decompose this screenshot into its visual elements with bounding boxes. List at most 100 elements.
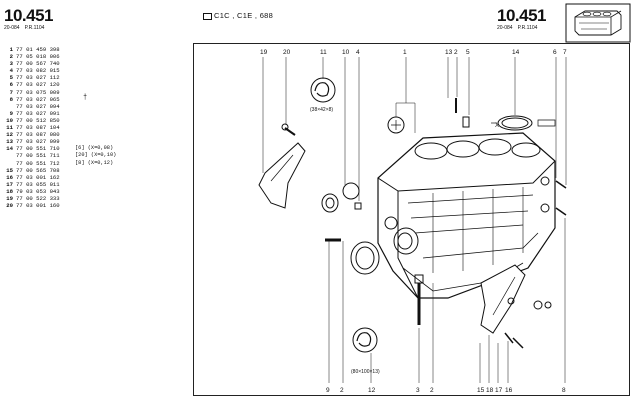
callout-number: 6 <box>553 49 557 56</box>
cylinder-block <box>377 132 556 299</box>
part-reference: 77 03 082 015 <box>16 67 60 75</box>
callout-number: 7 <box>563 49 567 56</box>
callout-number: 14 <box>512 49 520 56</box>
callout-number: 1 <box>403 49 407 56</box>
diagram-frame <box>193 43 630 396</box>
item-number: 19 <box>6 194 13 202</box>
part-reference: 77 03 087 080 <box>16 131 60 139</box>
size-variant: [20] (X=0,10) <box>75 152 117 159</box>
item-number: 3 <box>9 60 13 68</box>
callout-number: 19 <box>260 49 268 56</box>
size-variant: [6] (X=0,08) <box>75 145 114 152</box>
item-number: 6 <box>9 81 13 89</box>
callout-number: 9 <box>326 387 330 394</box>
part-reference: 77 00 565 708 <box>16 166 60 174</box>
part-reference: 77 00 551 710 <box>16 145 60 153</box>
part-reference: 77 00 522 333 <box>16 194 60 202</box>
item-number: 4 <box>9 67 13 75</box>
item-number: 12 <box>6 131 13 139</box>
callout-number: 12 <box>368 387 376 394</box>
engine-icon <box>203 12 212 20</box>
part-reference: 77 01 459 398 <box>16 46 60 53</box>
page-number-left: 10.451 <box>4 6 54 25</box>
part-reference: 77 03 027 091 <box>16 109 60 117</box>
part-reference: 77 03 055 011 <box>16 180 60 188</box>
part-reference: 77 03 075 009 <box>16 88 60 96</box>
part-reference: 77 03 001 160 <box>16 202 60 210</box>
callout-number: 5 <box>466 49 470 56</box>
parts-list-item: 77 00 551 711[20] (X=0,10) <box>3 152 116 159</box>
camshaft-seal <box>321 193 339 213</box>
liner-seal-ring <box>497 115 533 131</box>
callout-number: 2 <box>454 49 458 56</box>
callout-number: 2 <box>340 387 344 394</box>
callout-number: 3 <box>416 387 420 394</box>
callout-number: 16 <box>505 387 513 394</box>
model-line: C1C , C1E , 688 <box>203 11 273 20</box>
engine-block-thumbnail <box>565 3 631 43</box>
part-reference: 77 03 027 112 <box>16 74 60 82</box>
callout-number: 8 <box>562 387 566 394</box>
item-number: 9 <box>9 109 13 117</box>
callout-number: 18 <box>486 387 494 394</box>
item-number: 2 <box>9 53 13 61</box>
lower-seal-size: (80×100×13) <box>351 369 380 375</box>
part-reference: 77 03 027 094 <box>16 102 60 110</box>
callout-number: 2 <box>430 387 434 394</box>
x-marker: X <box>495 123 499 129</box>
right-engine-mount <box>480 264 526 334</box>
part-reference: 77 00 512 850 <box>16 116 60 124</box>
item-number: 11 <box>6 124 13 132</box>
callout-number: 20 <box>283 49 291 56</box>
item-number: 20 <box>6 202 13 210</box>
callout-number: 10 <box>342 49 350 56</box>
item-number: 17 <box>6 180 13 188</box>
crankshaft-seal <box>350 241 380 275</box>
part-reference: 77 03 027 120 <box>16 81 60 89</box>
item-number: 10 <box>6 116 13 124</box>
part-reference: 77 03 001 162 <box>16 173 60 181</box>
part-reference: 77 03 087 104 <box>16 124 60 132</box>
part-reference: 77 03 027 099 <box>16 138 60 146</box>
item-number: 15 <box>6 166 13 174</box>
lower-seal-inset: (80×100×13) <box>351 327 380 375</box>
page-number-right: 10.451 <box>497 6 547 25</box>
item-number: 8 <box>9 95 13 103</box>
parts-list-item: 77 00 551 712[8] (X=0,12) <box>3 160 113 167</box>
item-number: 18 <box>6 187 13 195</box>
callout-number: 15 <box>477 387 485 394</box>
callout-number: 11 <box>320 49 327 56</box>
item-number: 1 <box>9 46 13 53</box>
part-reference: 79 03 053 043 <box>16 187 60 195</box>
upper-seal-inset: (38×42×8) <box>310 77 336 113</box>
item-number: 16 <box>6 173 13 181</box>
item-number: 7 <box>9 88 13 96</box>
callout-number: 17 <box>495 387 503 394</box>
parts-list-item: 77 03 027 094 <box>3 103 111 110</box>
part-reference: 77 00 567 740 <box>16 60 60 68</box>
item-number: 14 <box>6 145 13 153</box>
